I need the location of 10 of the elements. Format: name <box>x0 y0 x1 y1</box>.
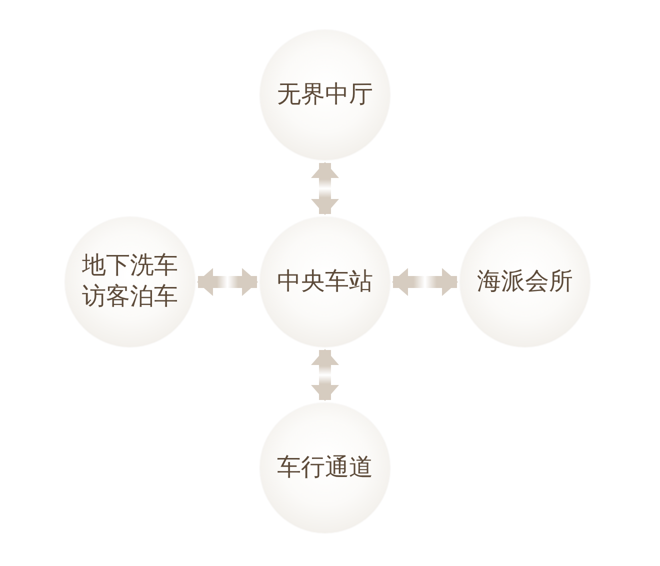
double-arrow <box>197 268 258 296</box>
double-arrow <box>311 349 339 401</box>
node-label: 海派会所 <box>477 268 573 296</box>
node-label: 访客泊车 <box>82 282 178 312</box>
double-arrow <box>311 162 339 215</box>
node-label: 中央车站 <box>277 268 373 296</box>
node-label: 车行通道 <box>277 454 373 482</box>
double-arrow <box>392 268 458 296</box>
node-label: 地下洗车 <box>82 252 178 281</box>
node-label: 无界中厅 <box>277 80 373 110</box>
